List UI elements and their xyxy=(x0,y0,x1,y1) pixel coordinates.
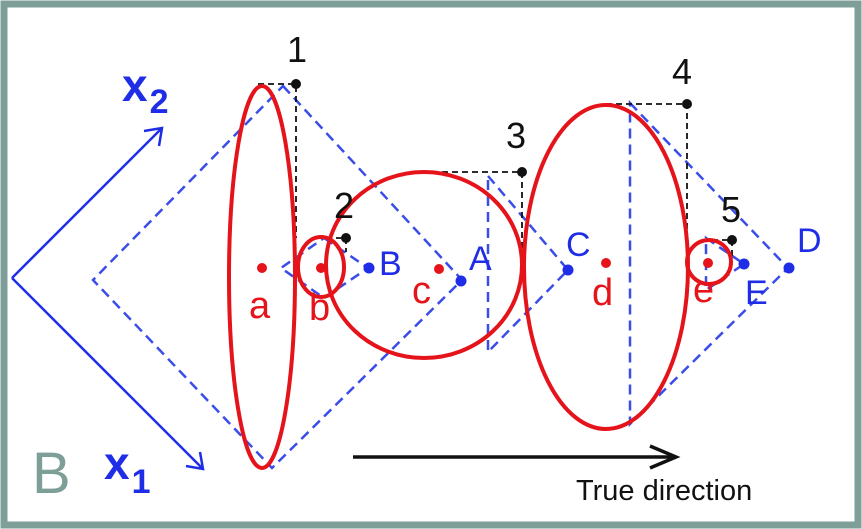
number-label-5: 5 xyxy=(721,189,741,230)
ellipse-label-b: b xyxy=(309,287,330,329)
point-2 xyxy=(341,233,351,243)
center-a xyxy=(257,263,267,273)
axis-label-x1: x1 xyxy=(104,437,151,501)
red-ellipses xyxy=(227,84,733,470)
point-C xyxy=(562,264,574,276)
ellipse-b xyxy=(296,235,346,299)
axis-label-x1-main: x xyxy=(104,437,130,489)
point-1 xyxy=(291,79,301,89)
ellipse-c xyxy=(324,170,524,360)
black-points xyxy=(291,79,737,245)
center-b xyxy=(316,263,326,273)
axis-label-x2-sub: 2 xyxy=(150,83,169,121)
true-direction-caption: True direction xyxy=(576,475,752,507)
point-label-A: A xyxy=(469,240,492,278)
x1-arrowhead-icon xyxy=(185,451,205,471)
ellipse-label-a: a xyxy=(249,285,271,327)
number-label-3: 3 xyxy=(506,115,526,156)
coordinate-axes xyxy=(11,126,205,471)
point-D xyxy=(783,262,795,274)
number-label-2: 2 xyxy=(334,185,354,226)
diamond-A xyxy=(91,84,464,470)
red-centers xyxy=(257,258,713,274)
point-3 xyxy=(517,167,527,177)
ellipse-label-e: e xyxy=(693,269,714,311)
ellipse-e xyxy=(685,238,733,286)
x2-arrowhead-icon xyxy=(143,126,164,147)
ellipse-label-d: d xyxy=(592,272,613,314)
point-label-C: C xyxy=(566,226,591,264)
blue-points xyxy=(363,258,795,287)
diamond-D xyxy=(628,99,790,427)
axis-label-x1-sub: 1 xyxy=(132,463,151,501)
point-B xyxy=(363,262,375,274)
point-E xyxy=(738,258,750,270)
center-e xyxy=(703,258,713,268)
ellipse-label-c: c xyxy=(412,270,431,312)
center-d xyxy=(601,258,611,268)
x1-axis-arrow xyxy=(11,277,204,470)
true-direction-arrow xyxy=(353,444,681,470)
point-label-E: E xyxy=(745,274,768,312)
panel-label: B xyxy=(32,441,71,506)
blue-dashed-envelopes xyxy=(91,84,790,470)
point-5 xyxy=(727,235,737,245)
number-label-1: 1 xyxy=(287,29,307,70)
number-label-4: 4 xyxy=(672,51,692,92)
point-4 xyxy=(682,99,692,109)
x2-axis-arrow xyxy=(11,127,163,279)
ellipse-a xyxy=(227,84,297,470)
point-label-D: D xyxy=(797,222,822,260)
point-A xyxy=(455,275,467,287)
center-c xyxy=(434,264,444,274)
arrowhead-icon xyxy=(649,444,681,470)
guide-1 xyxy=(258,83,297,238)
axis-label-x2-main: x xyxy=(122,59,148,111)
axis-label-x2: x2 xyxy=(122,59,169,121)
point-label-B: B xyxy=(379,245,402,283)
